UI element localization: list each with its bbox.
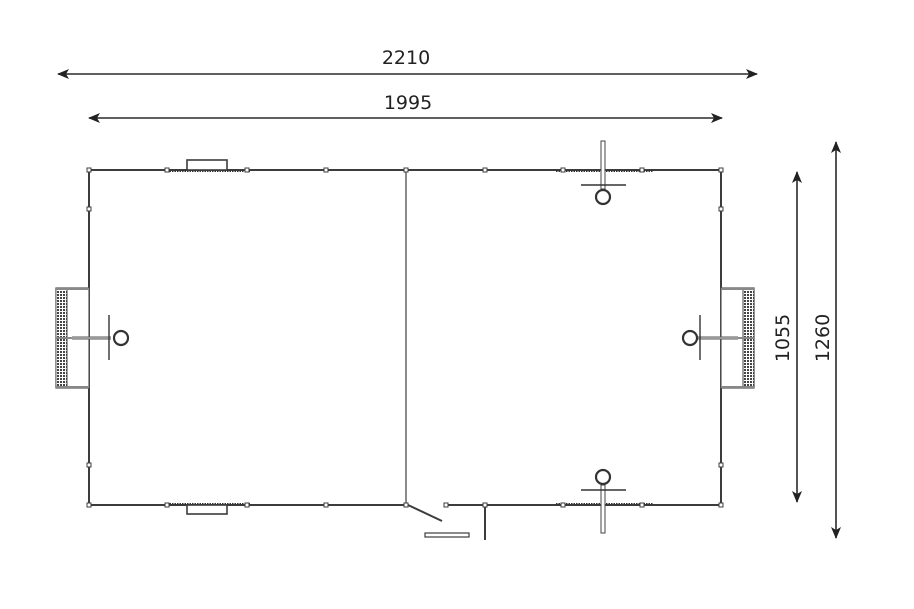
fence-posts — [86, 167, 724, 508]
bottom-hoop — [581, 468, 626, 534]
top-hoop — [581, 140, 626, 206]
dimension-overall-width: 2210 — [57, 47, 758, 79]
net-segments — [167, 170, 653, 505]
left-goal — [55, 287, 90, 389]
right-hoop — [681, 315, 738, 360]
dimension-court-depth: 1055 — [772, 171, 802, 503]
court-boundary — [88, 169, 722, 506]
dimension-court-depth-label: 1055 — [772, 314, 794, 362]
dimension-court-width-label: 1995 — [384, 92, 432, 114]
dimension-overall-depth: 1260 — [812, 141, 841, 539]
dimension-court-width: 1995 — [88, 92, 723, 123]
top-bench — [186, 159, 228, 171]
dimension-overall-depth-label: 1260 — [812, 314, 834, 362]
dimension-overall-width-label: 2210 — [382, 47, 430, 69]
bottom-bench — [186, 504, 228, 515]
left-hoop — [72, 315, 130, 360]
bottom-gate — [407, 504, 486, 540]
